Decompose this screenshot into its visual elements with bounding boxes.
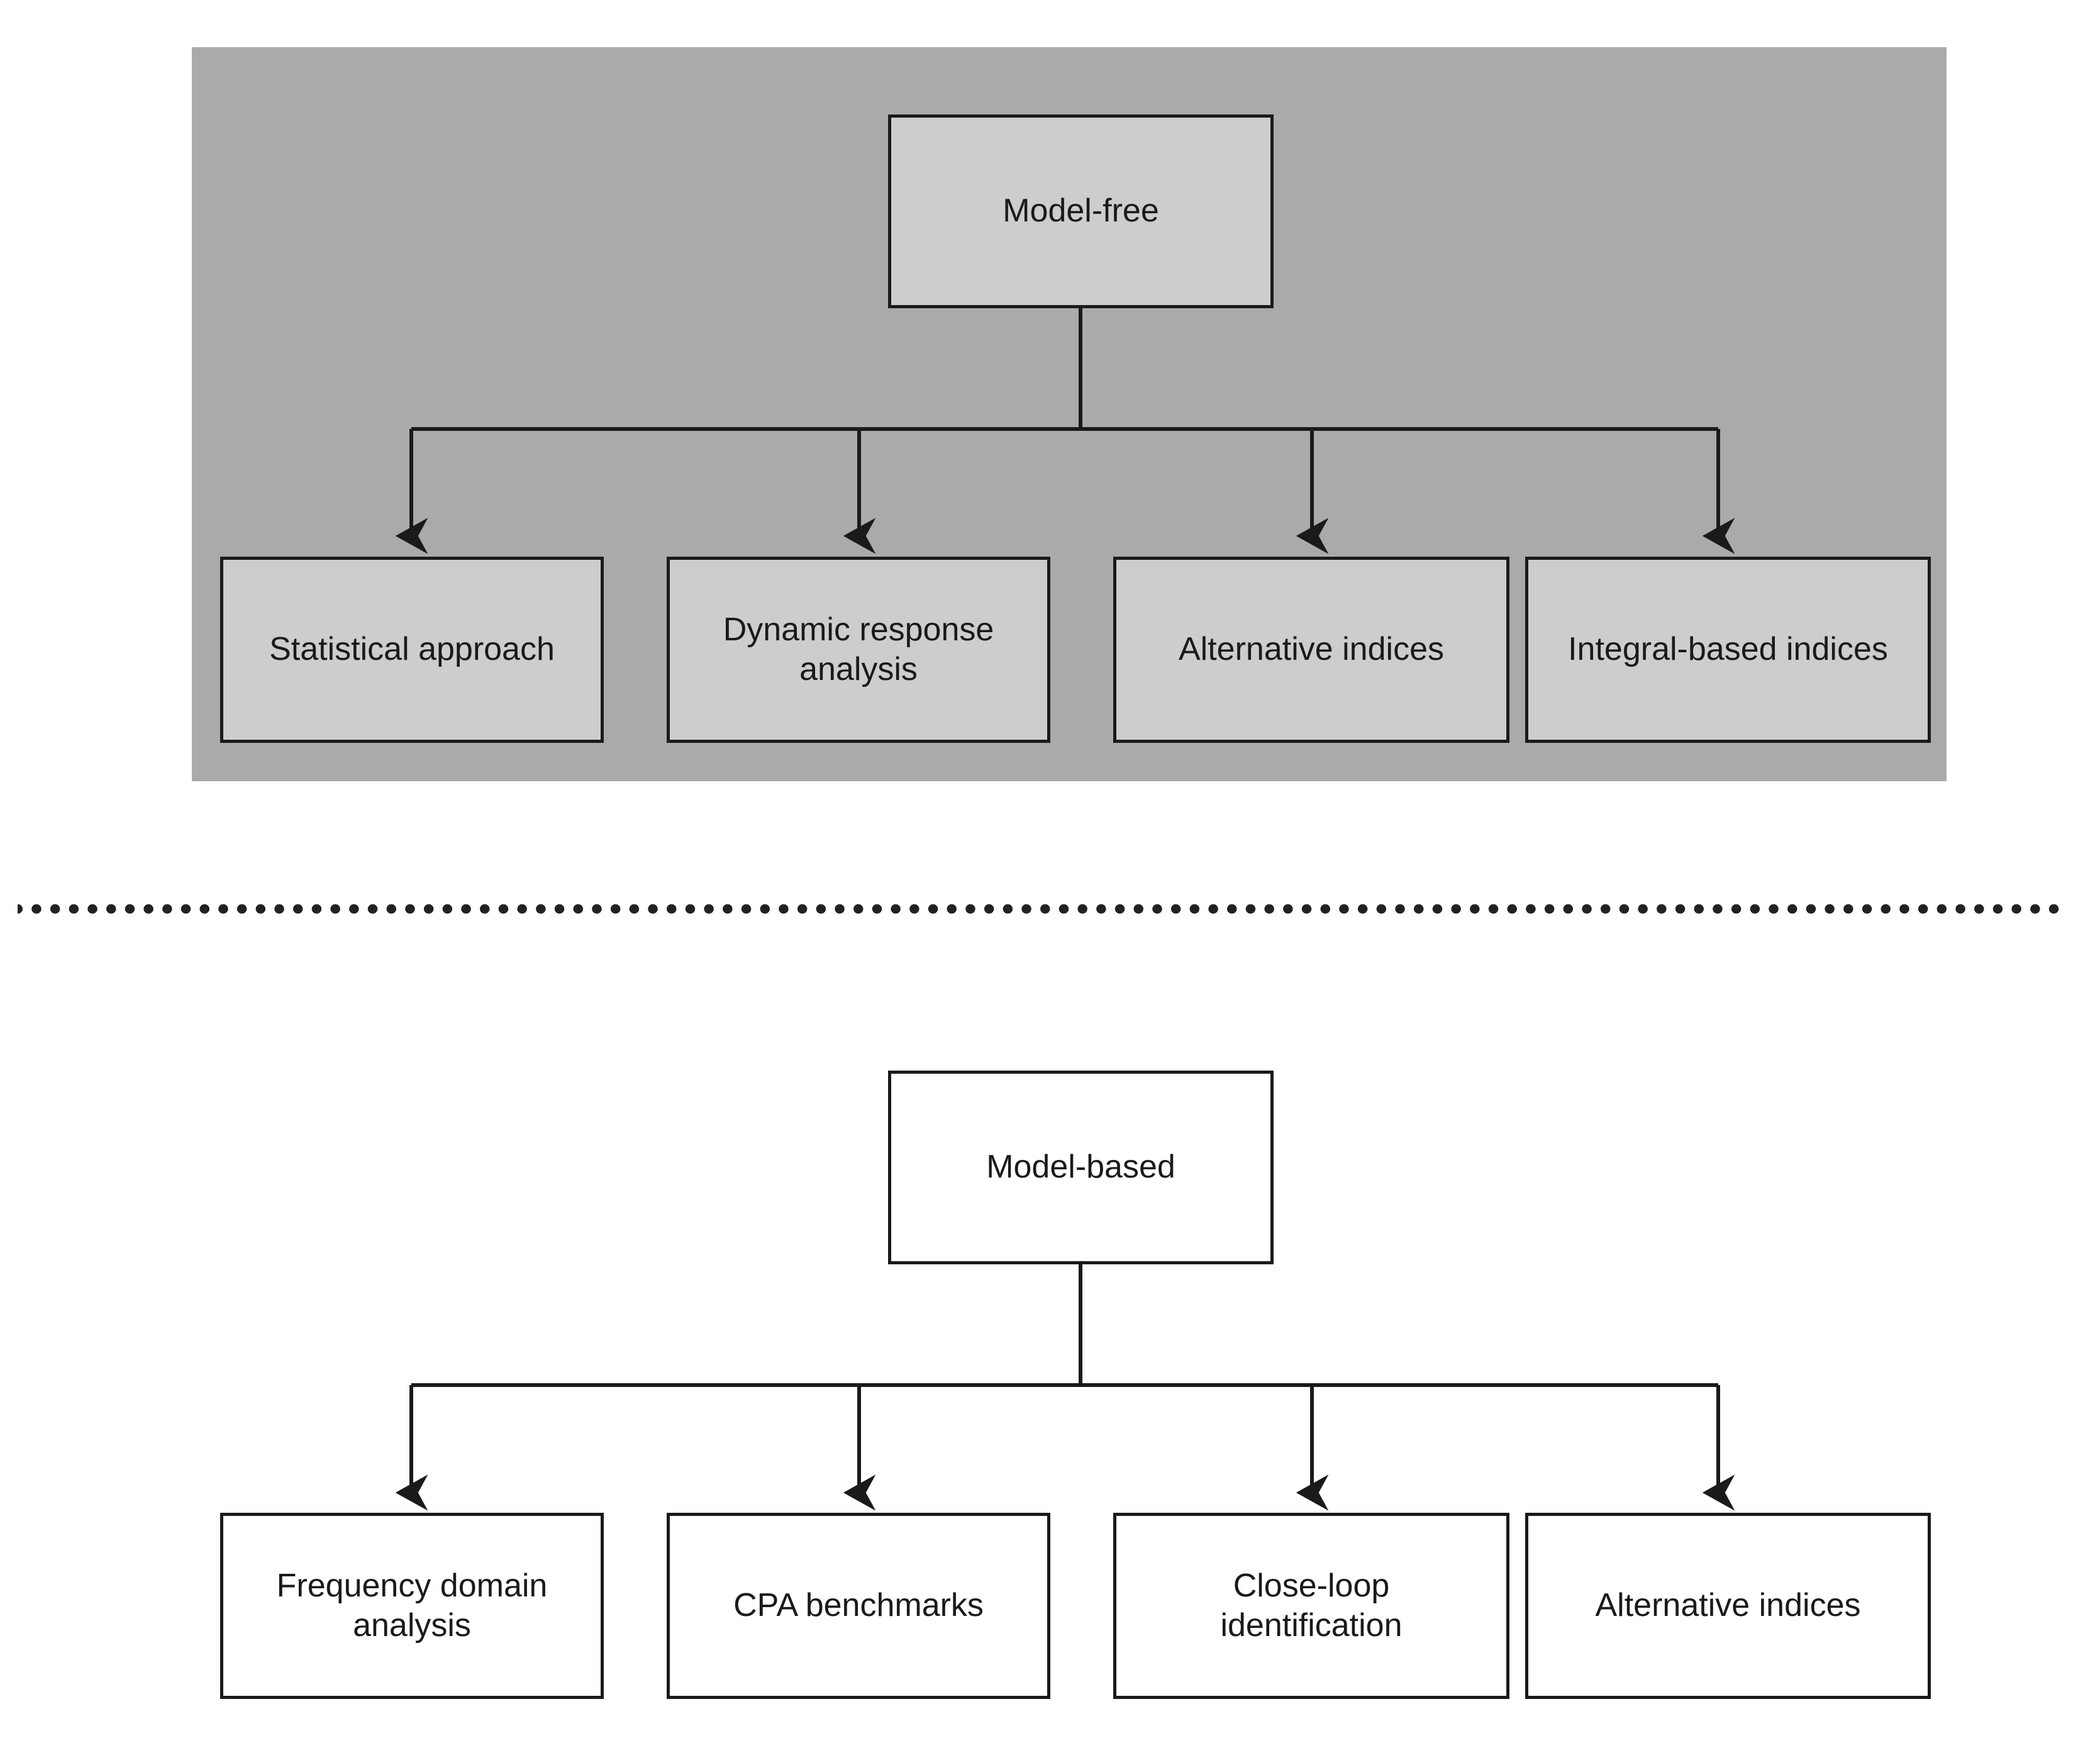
node-label: Model-based — [986, 1149, 1175, 1186]
node-statistical-approach[interactable]: Statistical approach — [220, 557, 604, 743]
node-frequency-domain-analysis[interactable]: Frequency domain analysis — [220, 1513, 604, 1699]
node-label: Alternative indices — [1595, 1587, 1861, 1624]
node-label: Model-free — [1003, 192, 1159, 230]
node-label: Integral-based indices — [1568, 631, 1888, 668]
node-label: Alternative indices — [1179, 631, 1444, 668]
node-label: Frequency domain analysis — [276, 1567, 548, 1644]
node-model-based[interactable]: Model-based — [888, 1071, 1274, 1264]
dotted-divider — [18, 904, 2068, 914]
node-dynamic-response-analysis[interactable]: Dynamic response analysis — [667, 557, 1050, 743]
node-model-free[interactable]: Model-free — [888, 114, 1274, 308]
node-label: Statistical approach — [269, 631, 555, 668]
node-label: CPA benchmarks — [733, 1587, 984, 1624]
node-label: Dynamic response analysis — [723, 611, 994, 688]
node-alternative-indices-model-free[interactable]: Alternative indices — [1113, 557, 1509, 743]
node-close-loop-identification[interactable]: Close-loop identification — [1113, 1513, 1509, 1699]
node-cpa-benchmarks[interactable]: CPA benchmarks — [667, 1513, 1050, 1699]
node-integral-based-indices[interactable]: Integral-based indices — [1525, 557, 1931, 743]
node-alternative-indices-model-based[interactable]: Alternative indices — [1525, 1513, 1931, 1699]
node-label: Close-loop identification — [1220, 1567, 1403, 1644]
